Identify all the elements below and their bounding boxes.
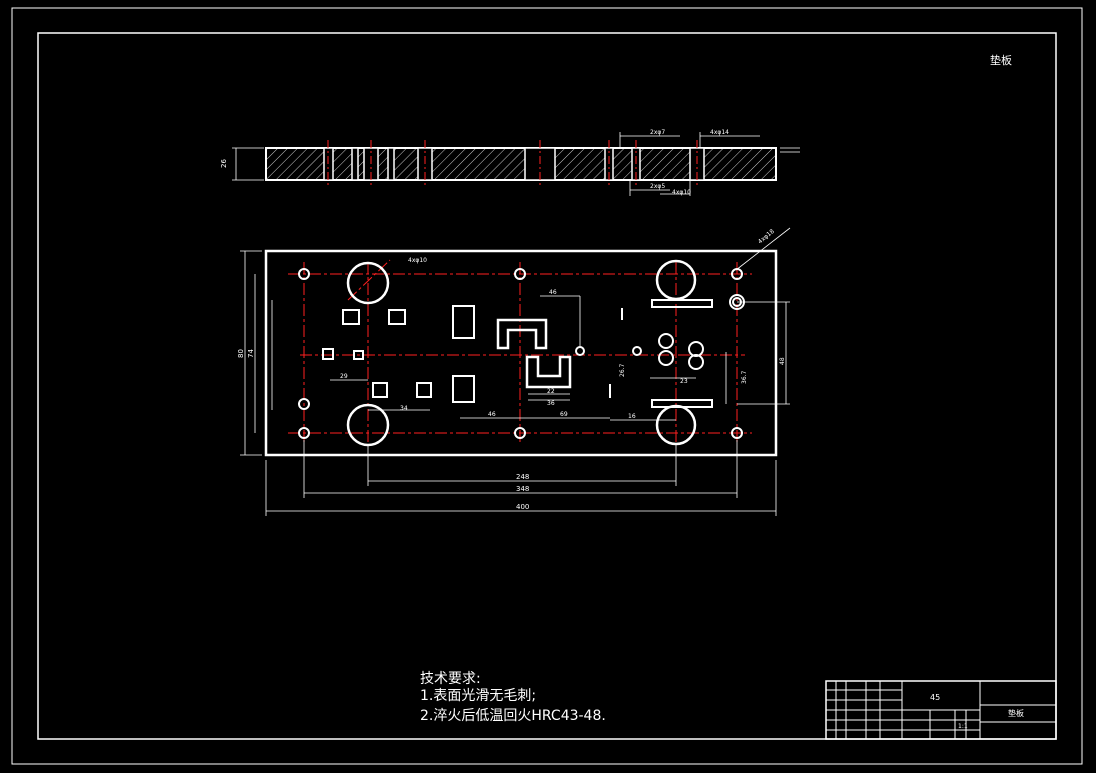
bar-bottom bbox=[651, 399, 713, 408]
hole-note-top: 4xφ10 bbox=[408, 257, 427, 264]
dim-36: 36 bbox=[547, 400, 555, 407]
thickness-dim: 26 bbox=[220, 159, 228, 168]
tech-title: 技术要求: bbox=[420, 671, 481, 687]
section-view: 26 2xφ7 4xφ14 2xφ5 4xφ10 bbox=[220, 129, 800, 196]
outer-frame bbox=[11, 7, 1083, 765]
dim-29: 29 bbox=[340, 373, 348, 380]
dim-69: 69 bbox=[560, 411, 568, 418]
section-slot bbox=[351, 147, 359, 181]
dim-22: 22 bbox=[547, 388, 555, 395]
dim-248: 248 bbox=[516, 473, 529, 481]
dim-400: 400 bbox=[516, 503, 529, 511]
dim-46-bottom: 46 bbox=[488, 411, 496, 418]
dim-16: 16 bbox=[628, 413, 636, 420]
section-slot bbox=[387, 147, 395, 181]
centerlines bbox=[288, 259, 752, 445]
plan-view: 400 348 248 80 74 46 46 69 36 22 29 23 3… bbox=[237, 227, 791, 516]
large-holes bbox=[346, 259, 697, 447]
u-channel-bottom bbox=[525, 355, 572, 389]
dim-36-7: 36.7 bbox=[741, 370, 748, 384]
square-pockets bbox=[322, 305, 475, 403]
title-block-material: 45 bbox=[930, 693, 940, 702]
chamfer-note-1: 2xφ7 bbox=[650, 129, 665, 136]
hole-note-diag: 4xφ18 bbox=[757, 228, 776, 246]
dim-80: 80 bbox=[237, 349, 245, 358]
title-block bbox=[825, 680, 1057, 740]
u-channel-top bbox=[496, 318, 548, 350]
bar-top bbox=[651, 299, 713, 308]
dim-348: 348 bbox=[516, 485, 529, 493]
dim-26-7: 26.7 bbox=[619, 363, 626, 377]
dim-48: 48 bbox=[779, 357, 786, 365]
small-holes bbox=[298, 268, 745, 439]
dimension-lines bbox=[240, 227, 791, 516]
dim-46-top: 46 bbox=[549, 289, 557, 296]
title-block-scale: 1:1 bbox=[958, 723, 968, 730]
inner-frame bbox=[37, 32, 1057, 740]
chamfer-note-4: 4xφ10 bbox=[672, 189, 691, 196]
chamfer-note-2: 4xφ14 bbox=[710, 129, 729, 136]
tech-requirements: 技术要求: 1.表面光滑无毛刺; 2.淬火后低温回火HRC43-48. bbox=[420, 671, 606, 724]
dim-34: 34 bbox=[400, 405, 408, 412]
title-block-part-name: 垫板 bbox=[1008, 708, 1024, 718]
chamfer-note-3: 2xφ5 bbox=[650, 183, 665, 190]
corner-label: 垫板 bbox=[990, 53, 1012, 67]
dim-23: 23 bbox=[680, 378, 688, 385]
tech-item-1: 1.表面光滑无毛刺; bbox=[420, 687, 536, 704]
tech-item-2: 2.淬火后低温回火HRC43-48. bbox=[420, 708, 606, 724]
dim-74: 74 bbox=[247, 349, 255, 358]
plate-outline bbox=[264, 249, 778, 457]
